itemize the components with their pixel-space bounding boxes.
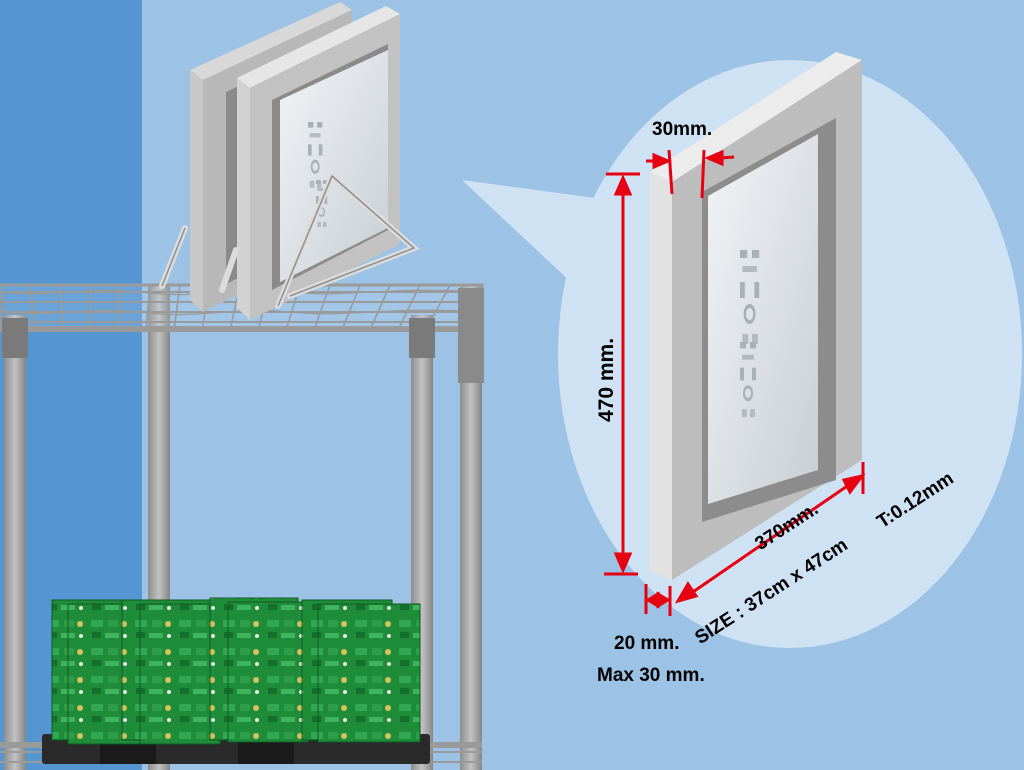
frame-depth-max-label: Max 30 mm. [597, 665, 705, 686]
width-dimension-line [689, 478, 857, 596]
frame-side-edge [650, 172, 672, 580]
dimension-lines [604, 149, 866, 616]
stencil-frame-detail [650, 52, 862, 580]
pcb-stack [42, 597, 430, 764]
frame-width-ext-right [700, 149, 706, 199]
shelf-post-front-left [4, 315, 26, 770]
pcb-panel [139, 603, 221, 745]
frame-depth-label: 20 mm. [614, 633, 680, 654]
stencil-sheet [708, 134, 818, 504]
pcb-panel [227, 601, 309, 743]
stacked-stencils [159, 2, 420, 320]
frame-width-label: 30mm. [652, 119, 713, 140]
frame-width-ext-left [667, 149, 674, 195]
height-label: 470 mm. [595, 337, 618, 422]
pcb-panel [317, 603, 421, 743]
shelf-post-back-right [460, 285, 482, 770]
frame-top-edge [650, 52, 862, 182]
